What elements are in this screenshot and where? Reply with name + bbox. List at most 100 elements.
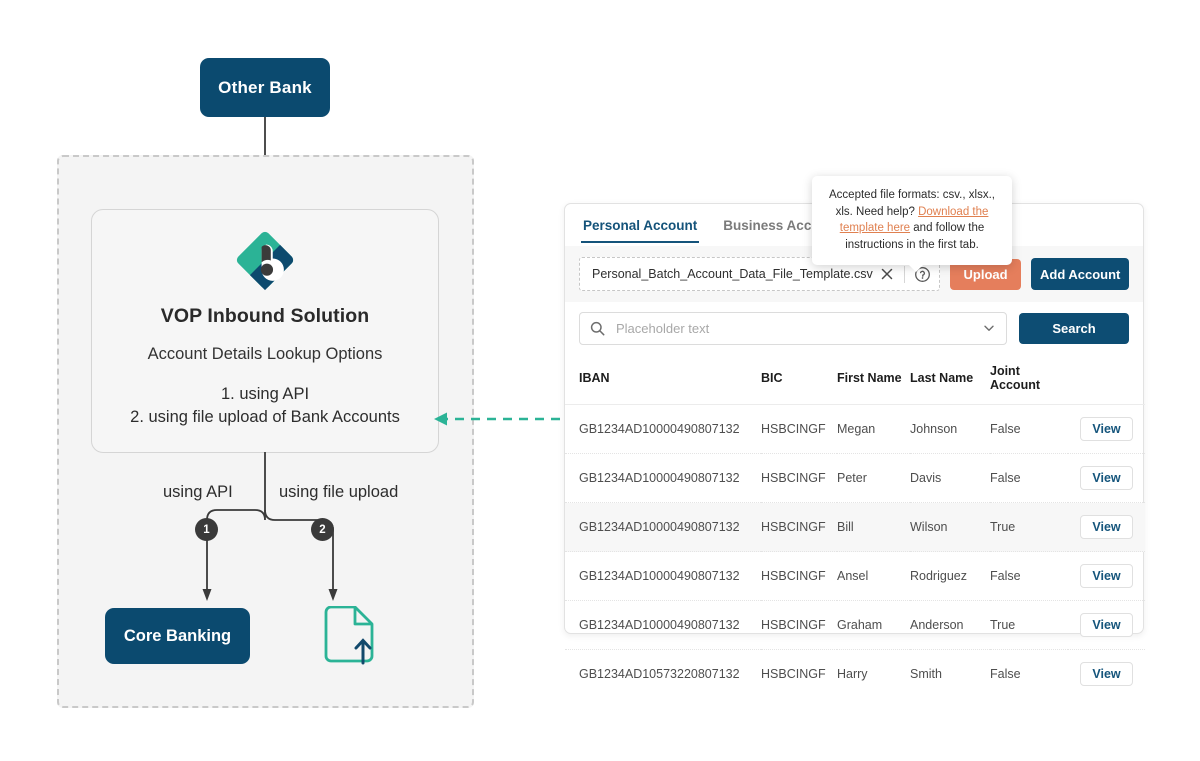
other-bank-node: Other Bank	[200, 58, 330, 117]
branch-label-using-api: using API	[163, 483, 233, 501]
cell-actions: View	[1068, 551, 1145, 601]
cell-joint-account: False	[990, 453, 1068, 503]
column-header-last-name: Last Name	[910, 356, 990, 405]
search-input[interactable]	[614, 319, 973, 337]
cell-joint-account: False	[990, 551, 1068, 601]
cell-first-name: Bill	[837, 502, 910, 552]
cell-first-name: Ansel	[837, 551, 910, 601]
column-header-joint-account: Joint Account	[990, 356, 1068, 405]
cell-joint-account: True	[990, 502, 1068, 552]
tab-personal-account-label: Personal Account	[583, 218, 698, 233]
cell-iban: GB1234AD10000490807132	[565, 404, 761, 454]
chevron-down-icon[interactable]	[982, 321, 996, 335]
file-format-tooltip: Accepted file formats: csv., xlsx., xls.…	[812, 176, 1012, 272]
field-divider	[903, 265, 905, 283]
cell-iban: GB1234AD10000490807132	[565, 600, 761, 650]
cell-bic: HSBCINGF	[761, 404, 837, 454]
cell-actions: View	[1068, 404, 1145, 454]
account-type-tabs: Personal Account Business Account	[565, 204, 1143, 246]
accounts-table-wrapper: IBAN BIC First Name Last Name Joint Acco…	[565, 356, 1145, 698]
vop-options: 1. using API 2. using file upload of Ban…	[130, 383, 400, 429]
cell-iban: GB1234AD10573220807132	[579, 667, 740, 681]
view-button[interactable]: View	[1080, 564, 1133, 588]
cell-actions: View	[1068, 600, 1145, 650]
file-upload-icon	[324, 606, 374, 665]
view-button[interactable]: View	[1080, 417, 1133, 441]
cell-first-name: Harry	[837, 667, 868, 681]
file-drop-field[interactable]: Personal_Batch_Account_Data_File_Templat…	[579, 257, 940, 291]
cell-joint-account: False	[990, 667, 1021, 681]
close-icon[interactable]	[879, 266, 895, 282]
branch-label-using-file-upload: using file upload	[279, 483, 399, 501]
tab-personal-account[interactable]: Personal Account	[581, 207, 700, 243]
cell-first-name: Peter	[837, 453, 910, 503]
download-template-link[interactable]: Download the template here	[839, 205, 989, 235]
add-account-button[interactable]: Add Account	[1031, 258, 1129, 290]
cell-bic: HSBCINGF	[761, 551, 837, 601]
search-field-wrapper[interactable]	[579, 311, 1007, 345]
file-upload-row: Personal_Batch_Account_Data_File_Templat…	[565, 246, 1143, 302]
cell-joint-account: True	[990, 600, 1068, 650]
tooltip-line-1: Accepted file formats: csv., xlsx., xls.	[829, 189, 995, 218]
cell-last-name: Davis	[910, 453, 990, 503]
table-row[interactable]: GB1234AD10573220807132 HSBCINGF Harry Smith…	[565, 650, 1145, 699]
cell-joint-account: False	[990, 404, 1068, 454]
cell-last-name: Wilson	[910, 502, 990, 552]
core-banking-label: Core Banking	[123, 626, 232, 645]
cell-iban: GB1234AD10000490807132	[565, 502, 761, 552]
view-button[interactable]: View	[1080, 515, 1133, 539]
branch-connector-lines	[202, 452, 338, 601]
cell-actions: View	[1068, 453, 1145, 503]
tab-business-account-label: Business Account	[723, 218, 841, 233]
search-button[interactable]: Search	[1019, 312, 1129, 344]
other-bank-label: Other Bank	[218, 77, 312, 97]
accounts-table-head: IBAN BIC First Name Last Name Joint Acco…	[565, 356, 1145, 405]
column-header-iban: IBAN	[565, 356, 761, 405]
step-badge-1-label: 1	[203, 523, 210, 536]
tab-business-account[interactable]: Business Account	[721, 207, 842, 243]
cell-last-name: Anderson	[910, 600, 990, 650]
cell-bic: HSBCINGF	[761, 667, 826, 681]
accounts-panel: Personal Account Business Account Person…	[564, 203, 1145, 686]
cell-iban: GB1234AD10000490807132	[565, 453, 761, 503]
step-badge-2-label: 2	[319, 523, 326, 536]
column-header-first-name: First Name	[837, 356, 910, 405]
cell-last-name: Johnson	[910, 404, 990, 454]
selected-file-name: Personal_Batch_Account_Data_File_Templat…	[592, 267, 873, 281]
cell-iban: GB1234AD10000490807132	[565, 551, 761, 601]
cell-actions: View	[1068, 502, 1145, 552]
vop-option-1: 1. using API	[220, 385, 310, 403]
view-button[interactable]: View	[1080, 613, 1133, 637]
cell-first-name: Graham	[837, 600, 910, 650]
vop-subtitle: Account Details Lookup Options	[147, 345, 383, 363]
cell-bic: HSBCINGF	[761, 600, 837, 650]
step-badge-1: 1	[195, 518, 218, 541]
vop-title: VOP Inbound Solution	[160, 305, 370, 327]
accounts-table: IBAN BIC First Name Last Name Joint Acco…	[565, 356, 1145, 698]
cell-bic: HSBCINGF	[761, 502, 837, 552]
tooltip-line-2-prefix: Need help?	[856, 205, 919, 218]
brand-logo-icon	[236, 231, 294, 291]
search-row: Search	[565, 302, 1143, 354]
search-icon	[590, 321, 605, 335]
cell-first-name: Megan	[837, 404, 910, 454]
cell-last-name: Smith	[910, 667, 942, 681]
cell-actions: View	[1068, 650, 1145, 699]
column-header-bic: BIC	[761, 356, 837, 405]
vop-inbound-solution-card: VOP Inbound Solution Account Details Loo…	[91, 209, 439, 453]
cell-last-name: Rodriguez	[910, 551, 990, 601]
core-banking-node: Core Banking	[105, 608, 250, 664]
cell-bic: HSBCINGF	[761, 453, 837, 503]
table-header-row: IBAN BIC First Name Last Name Joint Acco…	[565, 356, 1145, 405]
arrow-panel-to-vop	[434, 412, 576, 426]
view-button[interactable]: View	[1080, 466, 1133, 490]
view-button[interactable]: View	[1080, 662, 1133, 686]
column-header-actions	[1068, 356, 1145, 405]
step-badge-2: 2	[311, 518, 334, 541]
